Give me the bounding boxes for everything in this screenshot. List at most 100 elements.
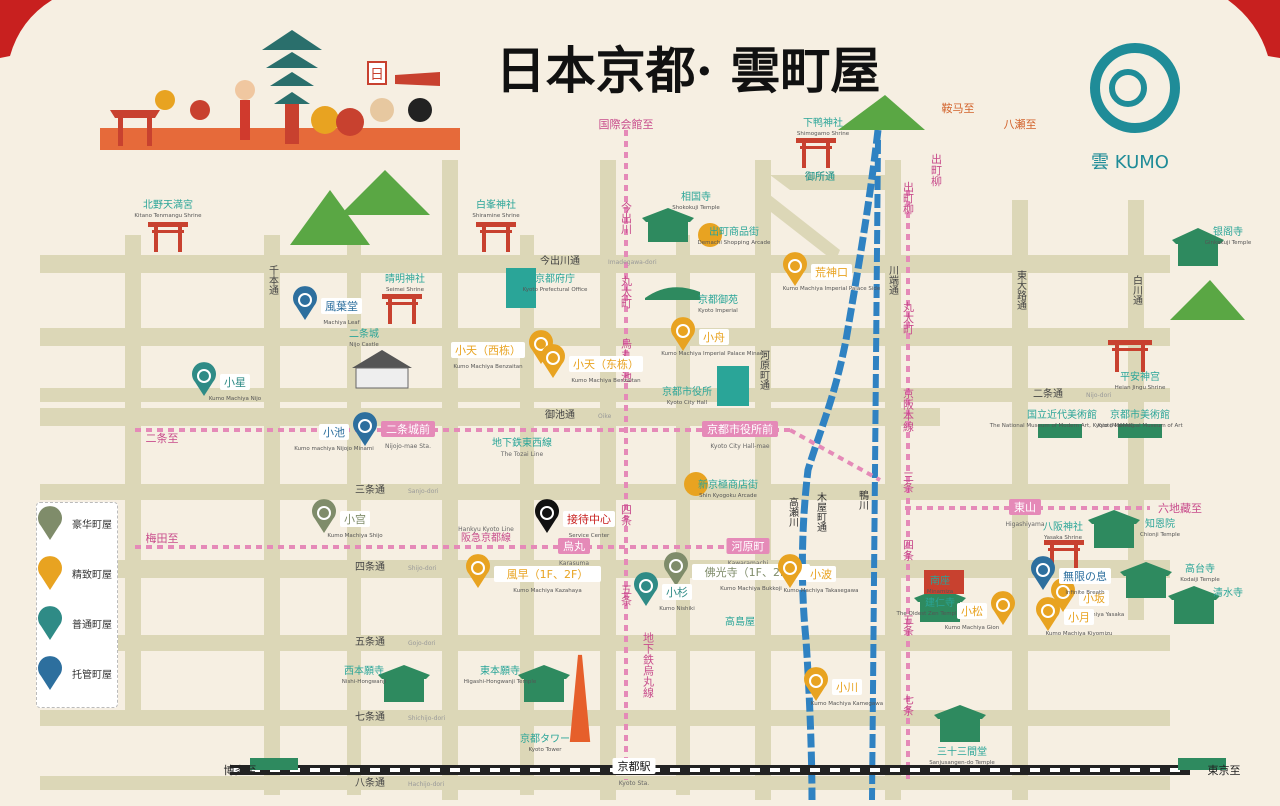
temple-icons: [378, 208, 1224, 742]
property-name: 小坂: [1083, 592, 1105, 605]
property-label-box: [1079, 590, 1109, 606]
map-pin-icon: [671, 317, 695, 351]
road-label-jp: 三条通: [355, 483, 385, 496]
boxed-station: [558, 538, 590, 554]
map-pin-icon: [191, 362, 216, 396]
temple-shokokuji-icon: [642, 208, 694, 242]
property-marker[interactable]: 風早（1F、2F）Kumo Machiya Kazahaya: [466, 554, 601, 594]
river-label: 木屋町通: [815, 492, 827, 532]
road-v4: [442, 160, 458, 800]
map-pin-icon: [311, 499, 336, 533]
legend: [36, 502, 118, 708]
landmark-name-en: Kyoto Imperial: [698, 308, 738, 314]
property-label-box: [340, 511, 370, 527]
boxed-station: [702, 421, 778, 437]
torii-gates: [148, 138, 1152, 570]
property-name-en: Kumo Machiya Benzaitan: [571, 378, 641, 384]
kumo-swirl-icon: [546, 351, 560, 365]
property-name: 小天（东栋）: [573, 357, 639, 371]
shinkansen-right-icon: [1178, 758, 1226, 770]
road-label-jp: 七条通: [355, 710, 385, 723]
lucky-cat-icon: [311, 106, 339, 134]
mask-icon: [190, 100, 210, 120]
station-labels: 今出川丸太町烏丸御池四条五条出町柳丸太町京阪本線三条四条五条七条出町柳地下鉄烏丸…: [620, 152, 943, 716]
property-marker[interactable]: 小天（西栋）Kumo Machiya Benzaitan: [451, 330, 554, 370]
landmark-name: 国立近代美術館: [1027, 408, 1097, 421]
japan-illustration-strip: 日: [100, 30, 460, 150]
map-pin-icon: [1051, 578, 1075, 612]
road-label-jp-vertical: 白川通: [1131, 274, 1143, 305]
kumo-swirl-icon: [669, 559, 683, 573]
temple-kodaiji-icon: [1120, 562, 1172, 598]
property-name: 佛光寺（1F、2F）: [705, 565, 798, 579]
property-name-en: Kumo Nishiki: [659, 606, 695, 612]
jr-railway: [230, 765, 1190, 775]
geisha-icon: [370, 98, 394, 122]
temple-nishi-hongwanji-icon: [378, 665, 430, 702]
landmark-name: 白峯神社: [476, 198, 516, 211]
road-label-en: Oike: [598, 413, 612, 420]
property-name: 小星: [224, 376, 246, 389]
logo-text: 雲 KUMO: [1091, 152, 1169, 173]
boxed-station-label: 烏丸: [563, 539, 585, 553]
landmark-name: 相国寺: [681, 190, 711, 203]
momak-icon: [1038, 424, 1082, 438]
property-marker[interactable]: 小天（东栋） Kumo Machiya Benzaitan: [541, 344, 643, 384]
mountain-3: [838, 95, 925, 130]
landmark-name-en: Higashi-Hongwanji Temple: [464, 679, 537, 685]
map-pin-icon: [529, 330, 554, 364]
property-name-en: Kumo Machiya Gion: [945, 625, 1000, 631]
property-label-box: [451, 342, 525, 358]
road-v1: [125, 235, 141, 715]
road-imperial: [770, 175, 885, 190]
road-label-en: Nijo-dori: [1086, 392, 1112, 399]
torii-leg-right: [147, 118, 152, 146]
boxed-station-label: 京都駅: [618, 759, 651, 773]
road-label-jp: 四条通: [355, 560, 385, 573]
property-name: 無限の息: [1063, 569, 1107, 583]
landmark-name: 高台寺: [1185, 562, 1215, 575]
landmark-name-en: Nishi-Hongwanji: [342, 679, 387, 685]
landmark-name: 東本願寺: [480, 664, 520, 677]
landmark-name-en: Nijo Castle: [349, 342, 379, 348]
temple-ginkakuji-icon: [1172, 228, 1224, 266]
kumo-swirl-icon: [996, 598, 1010, 612]
landmark-name: 御所通: [805, 170, 835, 183]
river-kamogawa: [798, 129, 882, 801]
road-kawabata: [885, 160, 901, 800]
road-label-jp-vertical: 東大路通: [1015, 269, 1027, 310]
road-diagonal: [762, 195, 840, 262]
landmark-name: 平安神宫: [1120, 370, 1160, 383]
temple-kenninji-icon: [914, 588, 966, 622]
landmark-name: 京都市美術館: [1110, 408, 1170, 421]
landmark-name: 二条城: [349, 327, 379, 340]
kyoto-art-museum-icon: [1118, 424, 1162, 438]
property-label-box: [569, 356, 643, 372]
property-label-box: [1059, 568, 1111, 584]
landmark-name: 清水寺: [1213, 586, 1243, 599]
boxed-station-label: 河原町: [732, 540, 765, 553]
landmark-name-en: Chionji Temple: [1140, 532, 1181, 538]
map-pin-icon: [466, 554, 491, 588]
property-label-box: [319, 424, 349, 440]
road-label-jp-vertical: 千本通: [267, 265, 279, 295]
kumo-swirl-icon: [534, 337, 548, 351]
road-shirakawa: [1128, 200, 1144, 620]
torii-heian-icon: [1108, 340, 1152, 372]
cloud-logo-inner-icon: [1109, 69, 1147, 107]
property-label-box: [1064, 609, 1094, 625]
kumo-swirl-icon: [639, 579, 653, 593]
